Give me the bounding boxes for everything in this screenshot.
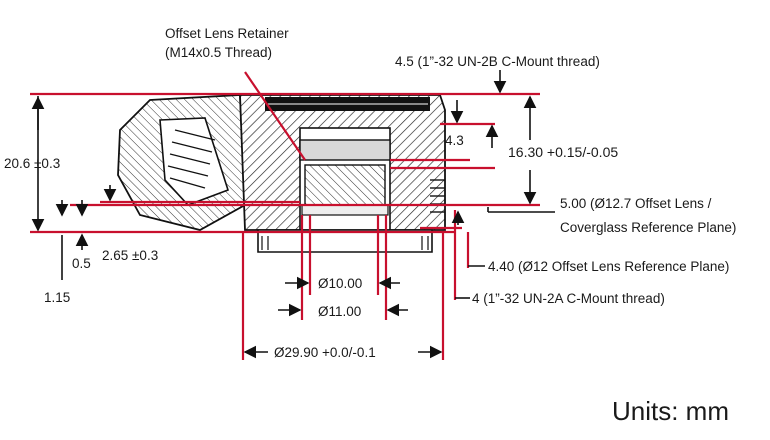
bottom-thread <box>257 229 433 253</box>
dim-1-15-label: 1.15 <box>44 290 70 305</box>
units-label: Units: mm <box>612 396 729 426</box>
dim-0-5-label: 0.5 <box>72 256 91 271</box>
red-dimension-lines <box>30 71 540 360</box>
ref-plane-label-line2: Coverglass Reference Plane) <box>560 220 736 235</box>
dia-10-label: Ø10.00 <box>318 276 362 291</box>
part-cross-section <box>117 94 446 253</box>
retainer-label-line1: Offset Lens Retainer <box>165 26 289 41</box>
top-thread-label: 4.5 (1”-32 UN-2B C-Mount thread) <box>395 54 600 69</box>
dim-2-65-label: 2.65 ±0.3 <box>102 248 158 263</box>
dim-20-6-label: 20.6 ±0.3 <box>4 156 60 171</box>
lens-retainer <box>299 139 391 161</box>
retainer-label-line2: (M14x0.5 Thread) <box>165 45 272 60</box>
left-coils <box>167 129 216 189</box>
ref-4-40-label: 4.40 (Ø12 Offset Lens Reference Plane) <box>488 259 729 274</box>
dia-29-9-label: Ø29.90 +0.0/-0.1 <box>274 345 376 360</box>
dim-4-3-label: 4.3 <box>445 133 464 148</box>
lens <box>304 164 386 206</box>
dia-11-label: Ø11.00 <box>318 304 361 319</box>
dim-16-30-label: 16.30 +0.15/-0.05 <box>508 144 618 160</box>
coverglass <box>301 204 389 216</box>
bottom-thread-label: 4 (1”-32 UN-2A C-Mount thread) <box>472 291 665 306</box>
left-bracket <box>159 117 229 206</box>
dimension-arrows <box>31 70 555 359</box>
ref-plane-label-line1: 5.00 (Ø12.7 Offset Lens / <box>560 196 712 211</box>
